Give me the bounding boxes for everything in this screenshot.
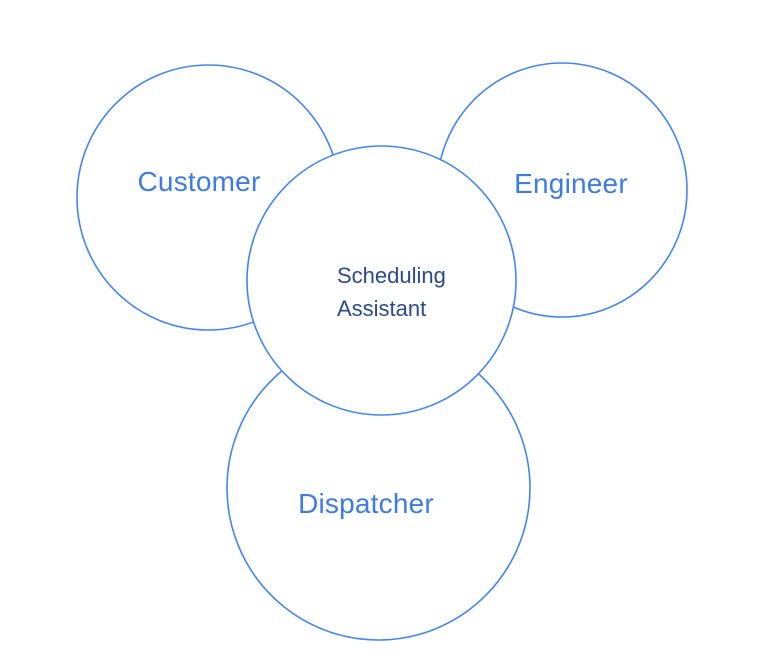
scheduling-assistant-circle — [246, 145, 517, 416]
scheduling-assistant-label-line2: Assistant — [337, 296, 427, 321]
dispatcher-label: Dispatcher — [298, 488, 434, 519]
scheduling-assistant-label-line1: Scheduling — [337, 263, 446, 288]
scheduling-assistant-label: Scheduling Assistant — [337, 259, 446, 325]
engineer-label: Engineer — [514, 168, 628, 199]
customer-label: Customer — [137, 166, 261, 197]
